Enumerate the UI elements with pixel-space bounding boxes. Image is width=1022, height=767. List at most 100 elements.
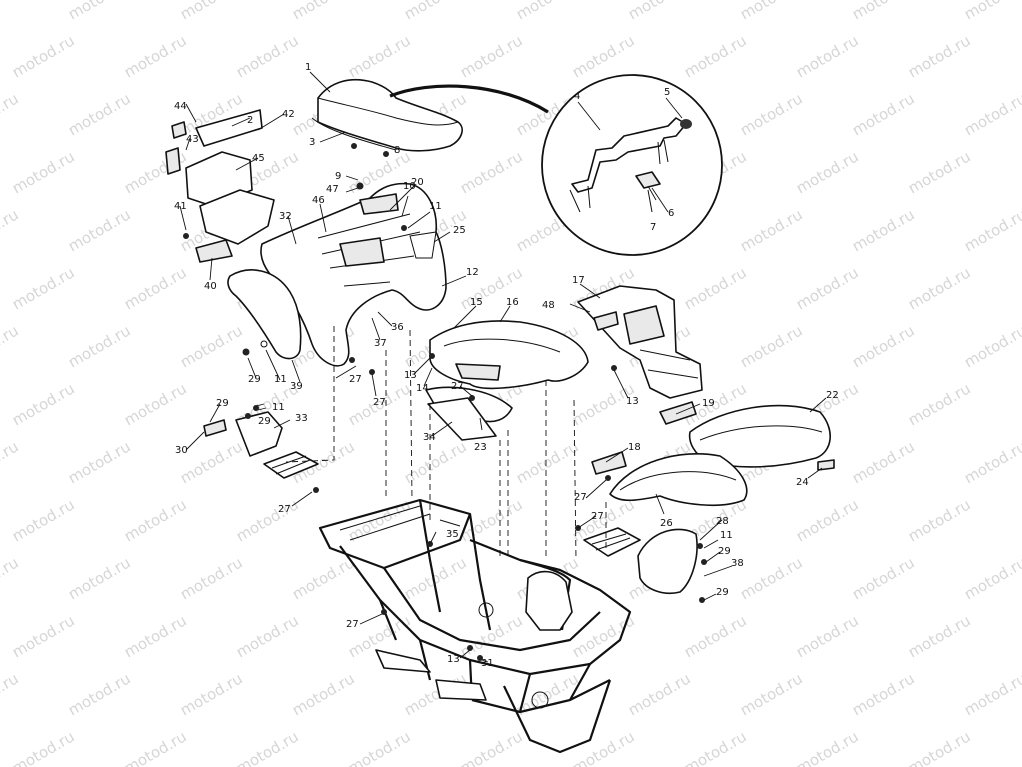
callout-27b: 27 [373,397,386,408]
watermark-text: motod.ru [681,263,750,313]
callout-19: 19 [702,398,715,409]
watermark-text: motod.ru [737,321,806,371]
callout-7: 7 [650,222,656,233]
watermark-text: motod.ru [0,669,22,719]
watermark-text: motod.ru [457,147,526,197]
callout-42: 42 [282,109,295,120]
callout-labels: 1 2 3 4 5 6 7 8 9 10 11 11 11 11 12 13 1… [174,62,839,669]
callout-27d: 27 [278,504,291,515]
callout-32: 32 [279,211,292,222]
front-nose [577,285,703,399]
callout-13c: 13 [447,654,460,665]
callout-37: 37 [374,338,387,349]
callout-27e: 27 [574,492,587,503]
watermark-text: motod.ru [849,553,918,603]
watermark-text: motod.ru [569,727,638,767]
callout-25: 25 [453,225,466,236]
watermark-text: motod.ru [961,89,1022,139]
watermark-text: motod.ru [793,495,862,545]
watermark-text: motod.ru [905,495,974,545]
callout-29b: 29 [216,398,229,409]
callout-31: 31 [481,658,494,669]
watermark-text: motod.ru [65,669,134,719]
watermark-text: motod.ru [177,321,246,371]
watermark-text: motod.ru [905,611,974,661]
callout-40: 40 [204,281,217,292]
callout-30: 30 [175,445,188,456]
watermark-text: motod.ru [849,437,918,487]
watermark-text: motod.ru [289,0,358,23]
watermark-text: motod.ru [177,669,246,719]
watermark-text: motod.ru [121,379,190,429]
callout-27g: 27 [346,619,359,630]
watermark-text: motod.ru [625,0,694,23]
callout-4: 4 [574,91,580,102]
watermark-text: motod.ru [905,727,974,767]
callout-24: 24 [796,477,809,488]
watermark-text: motod.ru [681,31,750,81]
watermark-text: motod.ru [65,553,134,603]
watermark-text: motod.ru [961,669,1022,719]
watermark-text: motod.ru [961,321,1022,371]
battery-box [165,109,275,263]
watermark-text: motod.ru [793,147,862,197]
callout-6: 6 [668,208,674,219]
watermark-text: motod.ru [849,205,918,255]
watermark-text: motod.ru [289,553,358,603]
watermark-text: motod.ru [737,669,806,719]
watermark-text: motod.ru [457,611,526,661]
seat-latch-detail [541,74,723,256]
callout-2: 2 [247,115,253,126]
watermark-text: motod.ru [177,0,246,23]
callout-27a: 27 [349,374,362,385]
watermark-text: motod.ru [961,205,1022,255]
watermark-text: motod.ru [0,205,22,255]
watermark-text: motod.ru [457,727,526,767]
watermark-text: motod.ru [121,31,190,81]
watermark-text: motod.ru [0,437,22,487]
watermark-text: motod.ru [0,89,22,139]
watermark-text: motod.ru [9,147,78,197]
watermark-text: motod.ru [737,553,806,603]
callout-29e: 29 [716,587,729,598]
watermark-text: motod.ru [793,727,862,767]
callout-47: 47 [326,184,339,195]
callout-11b: 11 [274,374,287,385]
watermark-text: motod.ru [457,31,526,81]
left-side-panel [227,269,302,360]
watermark-text: motod.ru [961,437,1022,487]
watermark-text: motod.ru [625,669,694,719]
watermark-text: motod.ru [569,31,638,81]
watermark-text: motod.ru [681,611,750,661]
callout-36: 36 [391,322,404,333]
callout-15: 15 [470,297,483,308]
watermark-text: motod.ru [121,611,190,661]
watermark-text: motod.ru [9,611,78,661]
callout-28: 28 [716,516,729,527]
watermark-text: motod.ru [177,553,246,603]
seat [311,78,463,152]
watermark-text: motod.ru [905,263,974,313]
callout-11c: 11 [272,402,285,413]
callout-5: 5 [664,87,670,98]
watermark-text: motod.ru [849,0,918,23]
watermark-text: motod.ru [9,379,78,429]
callout-1: 1 [305,62,311,73]
watermark-text: motod.ru [401,0,470,23]
watermark-text: motod.ru [9,727,78,767]
rear-fender-assembly [260,182,447,367]
callout-12: 12 [466,267,479,278]
callout-3: 3 [309,137,315,148]
watermark-text: motod.ru [849,669,918,719]
watermark-text: motod.ru [0,0,22,23]
watermark-text: motod.ru [849,89,918,139]
watermark-text: motod.ru [737,205,806,255]
watermark-text: motod.ru [513,0,582,23]
callout-44: 44 [174,101,187,112]
callout-17: 17 [572,275,585,286]
callout-13b: 13 [626,396,639,407]
watermark-text: motod.ru [737,0,806,23]
callout-11d: 11 [720,530,733,541]
watermark-text: motod.ru [849,321,918,371]
